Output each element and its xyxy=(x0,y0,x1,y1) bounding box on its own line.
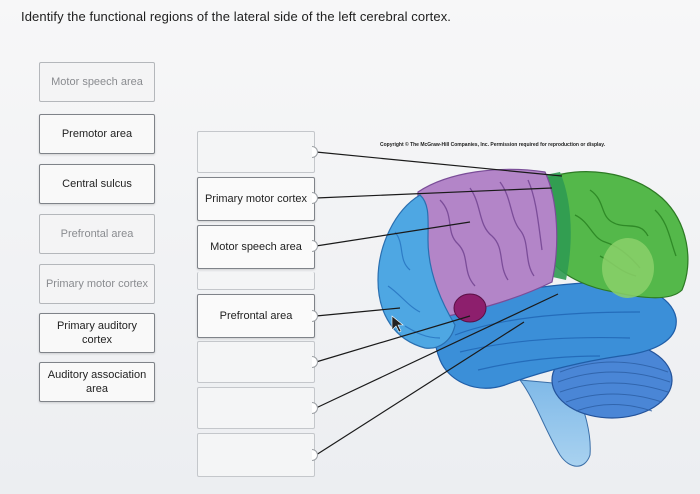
mouse-cursor-icon xyxy=(391,315,404,333)
motor-speech-region xyxy=(453,293,487,323)
word-card-label: Auditory association area xyxy=(47,369,147,395)
word-card-label: Central sulcus xyxy=(62,178,132,190)
drop-slot-2[interactable]: Primary motor cortex xyxy=(197,177,315,221)
word-card-label: Premotor area xyxy=(61,128,133,140)
word-card-primary-auditory-cortex[interactable]: Primary auditory cortex xyxy=(39,313,155,353)
occipital-lobe-region xyxy=(602,238,654,298)
drop-slot-8[interactable] xyxy=(197,433,315,477)
word-card-premotor-area[interactable]: Premotor area xyxy=(39,114,155,154)
drop-slot-7[interactable] xyxy=(197,387,315,429)
word-card-central-sulcus[interactable]: Central sulcus xyxy=(39,164,155,204)
temporal-lobe-region xyxy=(434,281,677,389)
drop-slot-6[interactable] xyxy=(197,341,315,383)
drop-slot-3[interactable]: Motor speech area xyxy=(197,225,315,269)
slot-label: Prefrontal area xyxy=(219,310,293,322)
word-card-auditory-association-area[interactable]: Auditory association area xyxy=(39,362,155,402)
word-card-motor-speech-area[interactable]: Motor speech area xyxy=(39,62,155,102)
question-text: Identify the functional regions of the l… xyxy=(21,9,452,24)
slot-label: Primary motor cortex xyxy=(204,193,308,205)
drop-slot-1[interactable] xyxy=(197,131,315,173)
word-card-label: Primary motor cortex xyxy=(45,278,149,290)
word-card-primary-motor-cortex[interactable]: Primary motor cortex xyxy=(39,264,155,304)
word-card-prefrontal-area[interactable]: Prefrontal area xyxy=(39,214,155,254)
drop-slot-5[interactable]: Prefrontal area xyxy=(197,294,315,338)
word-card-label: Prefrontal area xyxy=(60,228,134,240)
leader-lines xyxy=(315,151,563,456)
slot-label: Motor speech area xyxy=(210,241,302,253)
word-card-label: Motor speech area xyxy=(51,76,143,88)
drop-slot-4[interactable] xyxy=(197,272,315,290)
word-card-label: Primary auditory cortex xyxy=(56,320,138,346)
copyright-notice: Copyright © The McGraw-Hill Companies, I… xyxy=(380,142,606,148)
